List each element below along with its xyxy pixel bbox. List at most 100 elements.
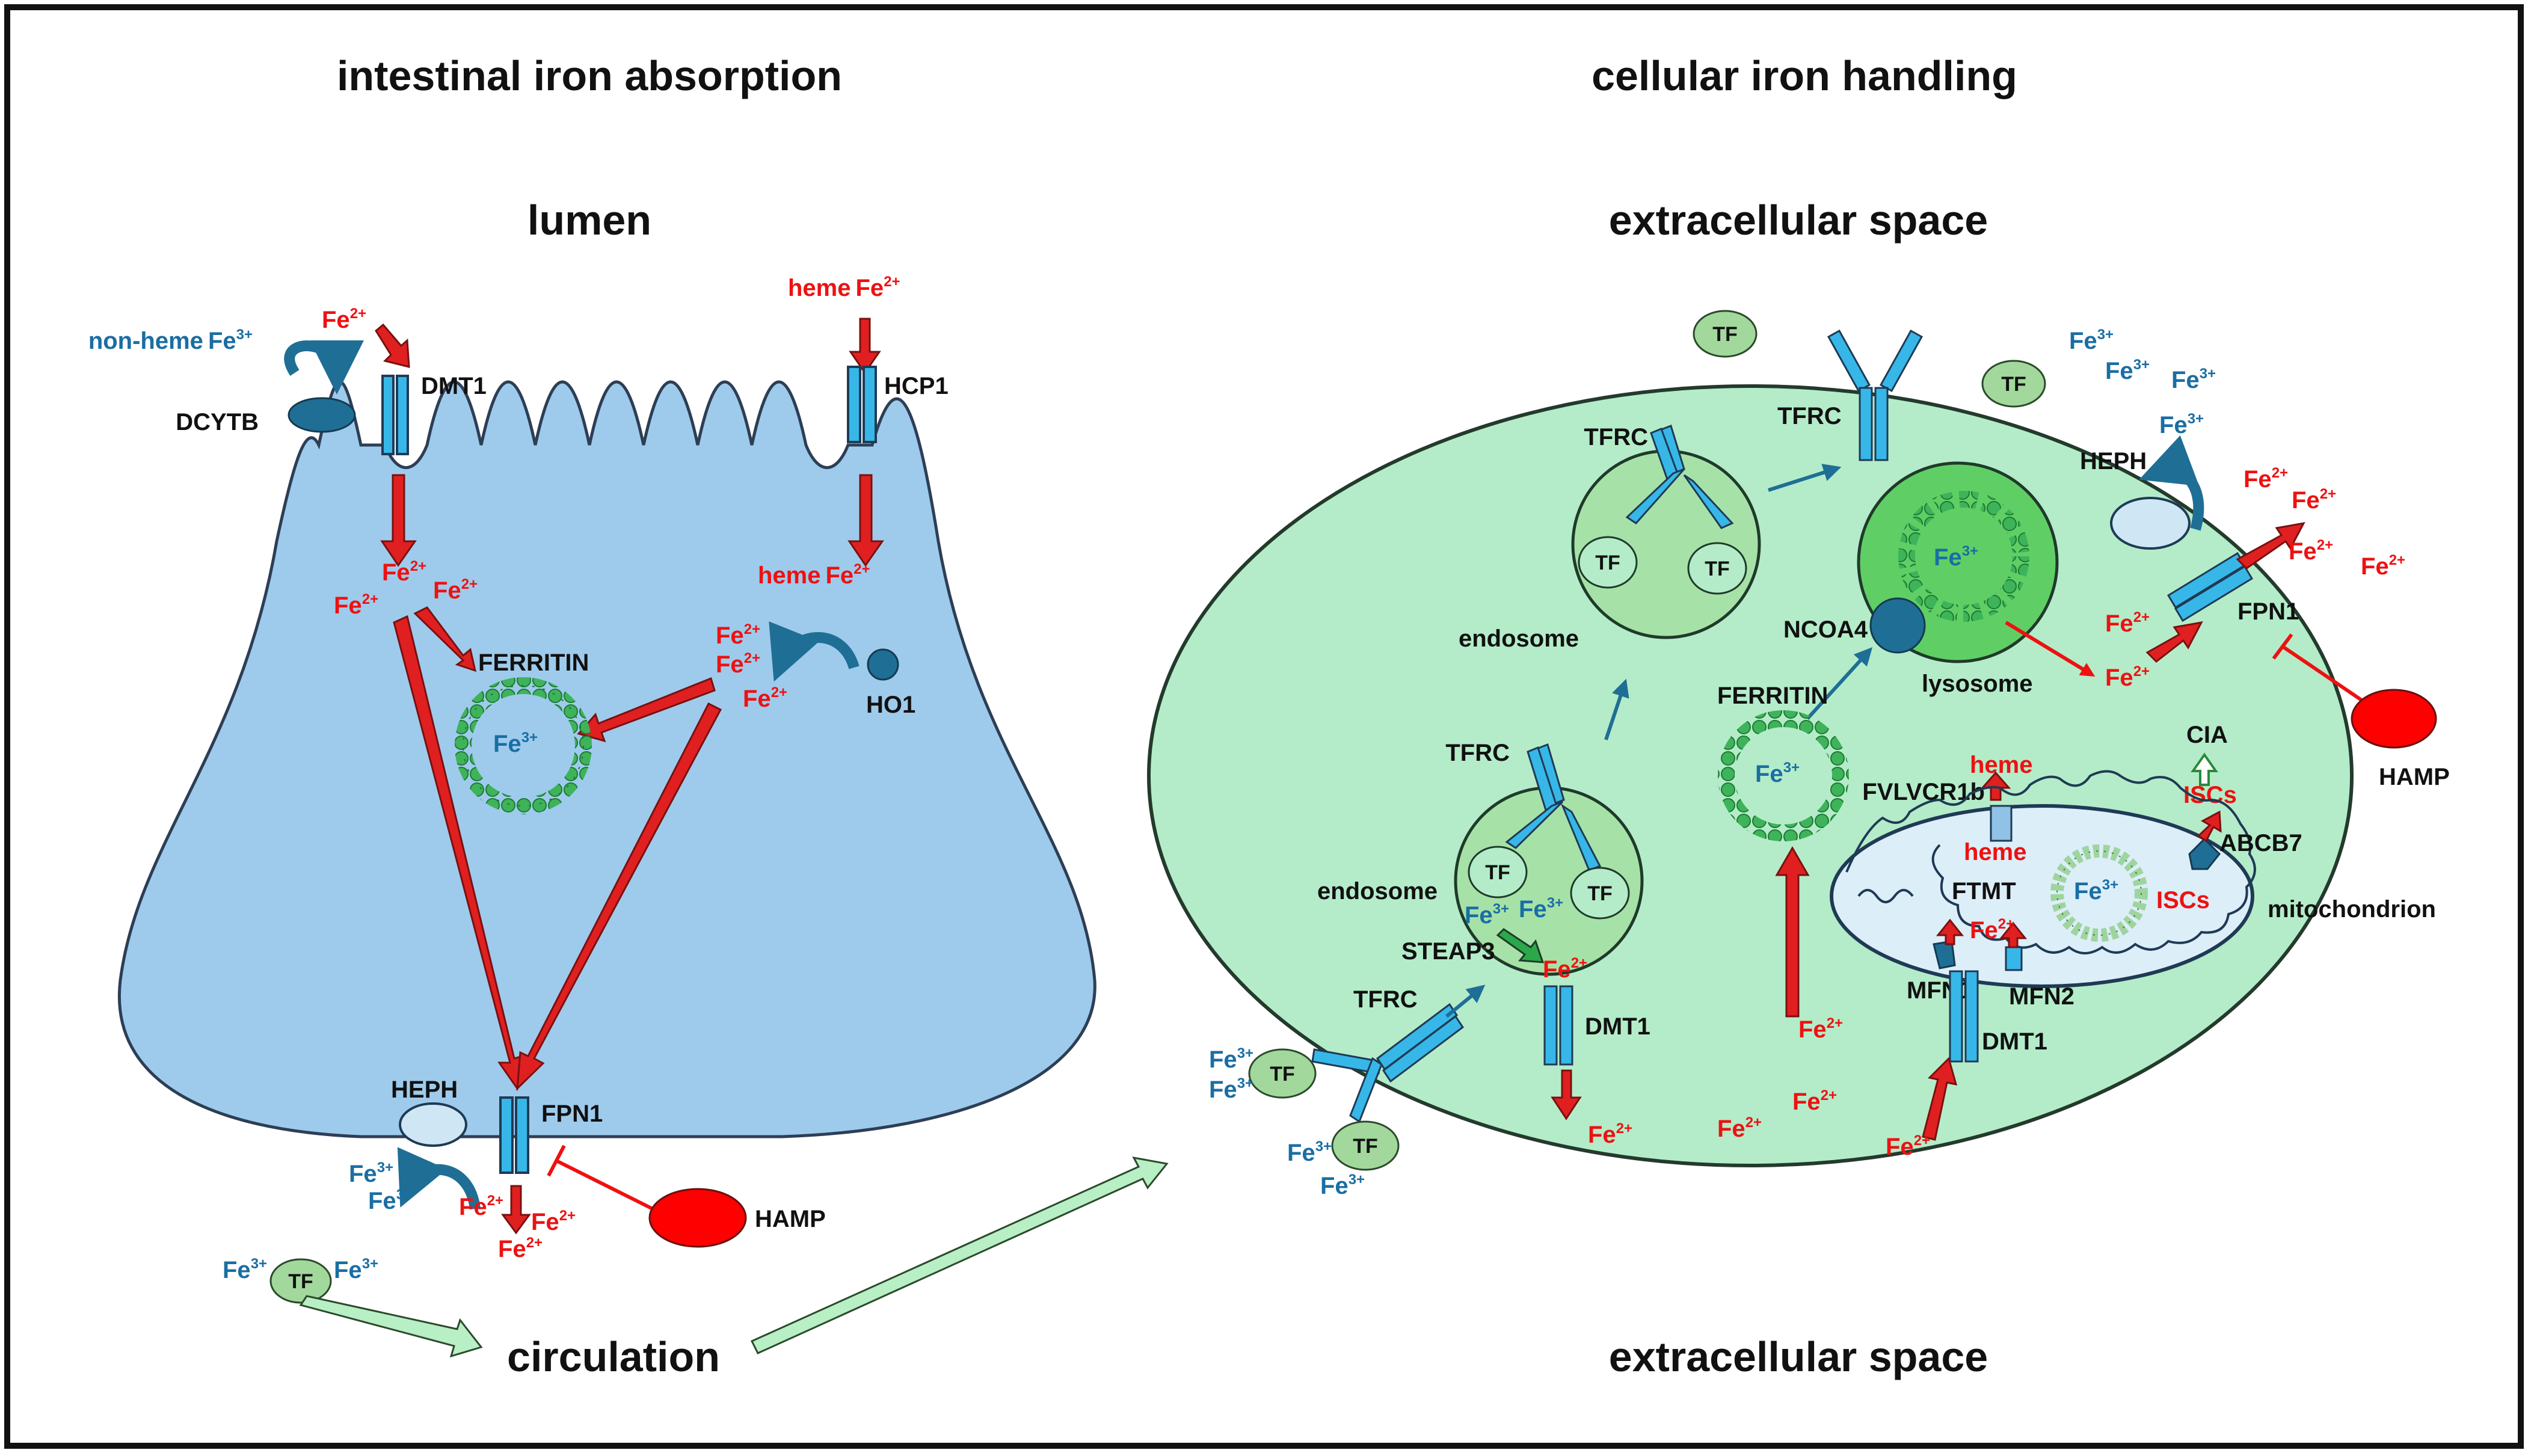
fpn1-exporter-left [499, 1096, 529, 1174]
left-iron-flow-arrows [375, 318, 884, 1235]
tfrc-label-upper: TFRC [1584, 424, 1648, 450]
hamp-label-right: HAMP [2379, 764, 2450, 790]
circulation-heading: circulation [507, 1333, 720, 1380]
steap3-arrow [1496, 928, 1545, 963]
ncoa4-label: NCOA4 [1783, 616, 1868, 643]
ferritin-label-cell: FERRITIN [1717, 683, 1828, 709]
tf-endosome-lower-1-label: TF [1485, 861, 1510, 884]
dmt1-label-endosome: DMT1 [1585, 1013, 1650, 1040]
figure-frame [4, 4, 2524, 1449]
circulation-arrow-out [750, 1156, 1169, 1354]
dmt1-transporter-endosome [1543, 985, 1573, 1066]
ext-fe2-4: Fe2+ [2361, 552, 2405, 580]
tfrc-label-bottom: TFRC [1353, 986, 1418, 1013]
ext-fe3-2: Fe3+ [2105, 357, 2150, 384]
tf-endosome-lower-2-label: TF [1587, 882, 1613, 905]
ncoa4 [1869, 597, 1926, 654]
ferritin-loading-arrow [1775, 846, 1810, 1018]
abcb7-transporter [2188, 837, 2221, 870]
lysosome-fe3: Fe3+ [1934, 543, 1978, 571]
hamp-left [648, 1188, 747, 1248]
hcp1-label: HCP1 [884, 373, 949, 399]
tfrc-endosome-upper [1625, 425, 1734, 529]
ext-fe2-2: Fe2+ [2292, 486, 2336, 514]
ho1-label: HO1 [866, 692, 915, 718]
ferritin-fe3-cell: Fe3+ [1755, 760, 1800, 787]
circ-fe3-left: Fe3+ [223, 1256, 267, 1283]
cell-fe2-center-2: Fe2+ [1792, 1087, 1837, 1115]
heme-label-mito: heme [1964, 839, 2027, 865]
tf-top-1 [1693, 310, 1758, 358]
hamp-label-left: HAMP [755, 1206, 826, 1232]
cell-fe2-bottom-right: Fe2+ [1886, 1132, 1930, 1160]
bottom-fe3-4: Fe3+ [1320, 1172, 1365, 1199]
tf-top-1-label: TF [1712, 323, 1738, 346]
bottom-fe3-2: Fe3+ [1209, 1075, 1253, 1103]
endosome-fe2: Fe2+ [1543, 955, 1587, 983]
endosome-fe3-1: Fe3+ [1465, 901, 1509, 929]
tf-bottom-1 [1248, 1048, 1317, 1099]
hamp-inhibition-right [2272, 633, 2368, 705]
lysosome-release-arrow [2005, 621, 2096, 677]
hamp-right [2351, 689, 2437, 749]
tf-label-circ-left: TF [288, 1270, 313, 1293]
dmt1-label-mito: DMT1 [1982, 1028, 2047, 1055]
ext-fe2-3: Fe2+ [2289, 537, 2333, 565]
cytosol-fe2-label-2: Fe2+ [334, 591, 378, 619]
mitochondrion-label: mitochondrion [2268, 896, 2436, 923]
cytosol-fe2-label-3: Fe2+ [433, 576, 478, 604]
fpn1-exporter-right [2167, 551, 2254, 622]
cia-arrow [2191, 752, 2218, 786]
extracellular-top-heading: extracellular space [1609, 197, 1988, 244]
ftmt-label: FTMT [1952, 878, 2016, 905]
circulation-arrow-in [299, 1295, 483, 1358]
ho1-enzyme [769, 621, 899, 682]
ho1-fe2-label-2: Fe2+ [716, 650, 760, 678]
tf-top-2-label: TF [2001, 373, 2026, 396]
hcp1-transporter [847, 366, 877, 443]
cell-fe2-center-3: Fe2+ [1717, 1114, 1762, 1142]
heph-label-left: HEPH [391, 1077, 458, 1103]
ho1-fe2-label-3: Fe2+ [743, 684, 787, 712]
ho1-fe2-label-1: Fe2+ [716, 621, 760, 649]
hamp-inhibition-left [547, 1144, 654, 1211]
cell-fe2-center-1: Fe2+ [1798, 1015, 1843, 1043]
cia-label: CIA [2186, 722, 2228, 748]
dcytb-label: DCYTB [176, 409, 259, 435]
heph-label-right: HEPH [2080, 448, 2147, 475]
iscs-label-mito: ISCs [2156, 887, 2210, 914]
tf-endosome-upper-2 [1687, 542, 1747, 595]
bottom-fe3-3: Fe3+ [1287, 1138, 1332, 1166]
dmt1-endosome-arrow [1551, 1069, 1582, 1120]
endosome-fe2-out: Fe2+ [1588, 1120, 1632, 1148]
heph-fe3-left-1: Fe3+ [349, 1160, 393, 1187]
heme-label-top: heme [1970, 752, 2033, 778]
ext-fe3-4: Fe3+ [2159, 411, 2204, 438]
fpn1-fe2-label-2: Fe2+ [531, 1208, 576, 1235]
tf-bottom-1-label: TF [1270, 1063, 1295, 1086]
tf-circulation-left [269, 1258, 332, 1304]
iscs-export-arrow [2197, 810, 2222, 843]
tfrc-label-top: TFRC [1777, 403, 1842, 429]
abcb7-label: ABCB7 [2219, 830, 2302, 856]
heph-enzyme-left [397, 1102, 481, 1210]
tfrc-label-lower-endosome: TFRC [1445, 740, 1510, 766]
ferritin-shell-cell [1718, 710, 1849, 841]
ftmt-fe3: Fe3+ [2074, 877, 2118, 905]
tf-bottom-2-label: TF [1353, 1135, 1378, 1158]
left-title: intestinal iron absorption [337, 52, 842, 99]
tf-bottom-2 [1331, 1120, 1400, 1171]
endosome-traffic-arrow [1604, 678, 1629, 740]
tfrc-endosome-lower [1505, 743, 1602, 871]
right-title: cellular iron handling [1592, 52, 2017, 99]
ferritin-label-left: FERRITIN [478, 650, 589, 676]
fpn1-fe2-label-3: Fe2+ [498, 1235, 543, 1262]
ferritin-fe3-left: Fe3+ [493, 730, 538, 757]
bottom-fe3-1: Fe3+ [1209, 1045, 1253, 1073]
fvlvcr1b-label: FVLVCR1b [1862, 779, 1985, 805]
heph-fe3-left-2: Fe3+ [368, 1187, 413, 1214]
fpn1-right-in-arrow [2145, 621, 2203, 663]
